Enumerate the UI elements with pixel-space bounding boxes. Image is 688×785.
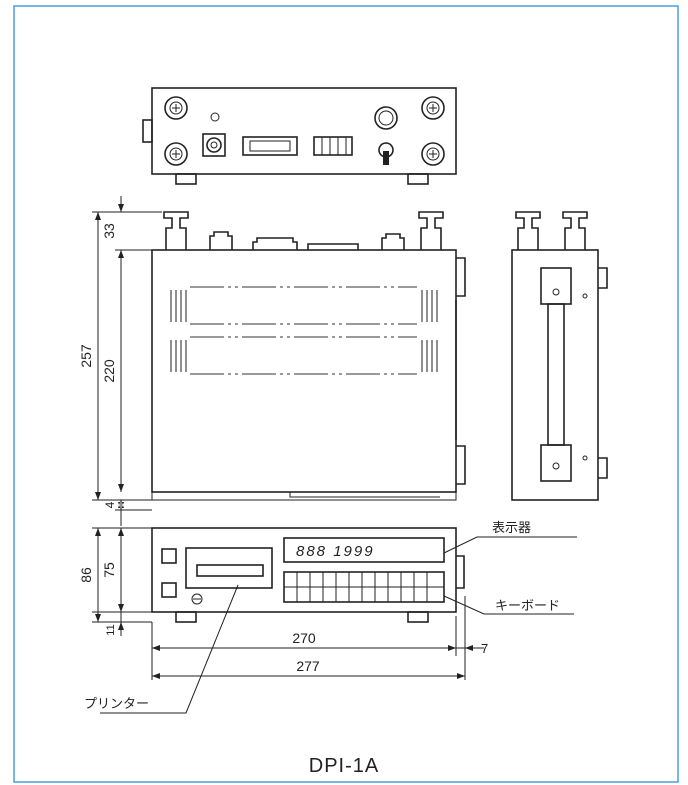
side-view	[511, 211, 608, 501]
callout-display: 表示器	[492, 520, 531, 535]
front-view: 888 1999	[151, 527, 465, 623]
dim-front-total-label: 86	[78, 567, 94, 583]
dimension-labels: 33 220 257 4 86 75 11 270 277 7	[78, 223, 488, 674]
connector-icon	[242, 136, 298, 156]
callouts: 表示器 キーボード プリンター	[84, 520, 577, 714]
dim-top-label: 33	[101, 223, 117, 239]
dim-width-total-label: 277	[296, 658, 320, 674]
dim-total-height-label: 257	[78, 344, 94, 368]
dim-front-gap-label: 11	[105, 624, 117, 635]
rear-view	[142, 87, 457, 185]
top-view	[151, 211, 466, 501]
callout-printer: プリンター	[84, 696, 149, 711]
page-border	[13, 5, 679, 783]
callout-keyboard: キーボード	[495, 598, 560, 613]
dim-body-height-label: 220	[101, 359, 117, 383]
dim-width-extra-label: 7	[481, 641, 488, 656]
screw-icon	[421, 96, 445, 120]
key-switch-icon	[378, 142, 394, 165]
screw-icon	[164, 96, 188, 120]
power-jack-icon	[202, 133, 226, 157]
dim-bottom-label: 4	[103, 501, 117, 508]
screw-icon	[421, 142, 445, 166]
dip-switch-icon	[313, 136, 353, 156]
dimension-lines	[92, 196, 484, 680]
dim-front-body-label: 75	[101, 562, 117, 578]
display-readout: 888 1999	[296, 543, 375, 560]
model-name: DPI-1A	[309, 755, 379, 777]
knob-icon	[374, 106, 398, 130]
dim-width-body-label: 270	[292, 630, 316, 646]
screw-icon	[164, 142, 188, 166]
